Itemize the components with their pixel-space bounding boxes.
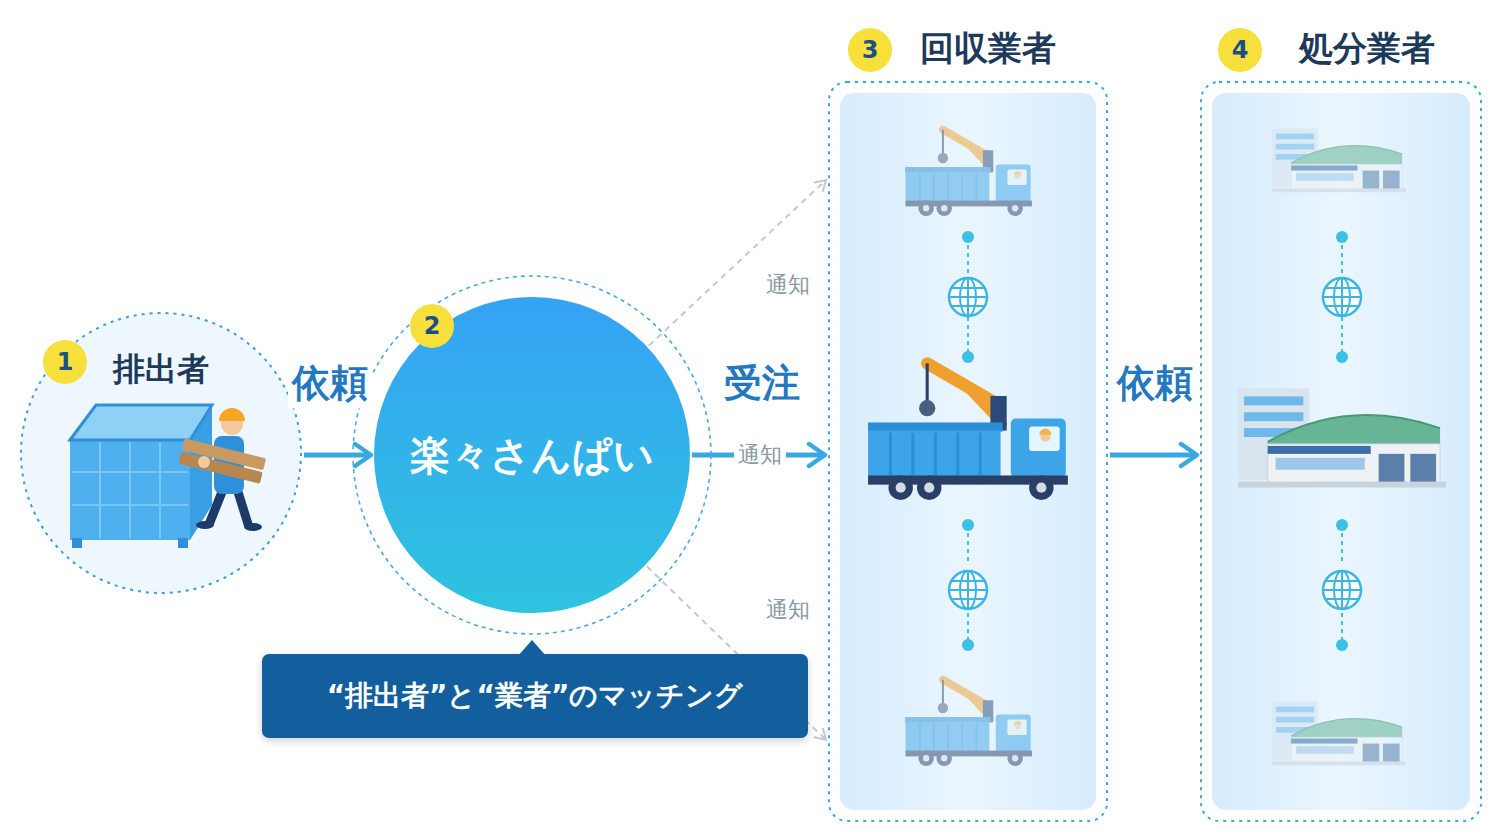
disposer-panel: 処分業者 (1200, 20, 1482, 822)
container-illustration (70, 405, 212, 548)
notice-label: 通知 (734, 439, 786, 471)
flow-label: 依頼 (1113, 358, 1197, 409)
callout-number: 3 (848, 28, 892, 72)
node-outline (1200, 20, 1482, 822)
flow-label: 受注 (720, 358, 804, 409)
callout-box: “排出者”と“業者”のマッチング (262, 654, 808, 738)
worker-illustration (178, 408, 266, 531)
collector-panel: 回収業者 (828, 20, 1108, 822)
node-text: “排出者”と“業者”のマッチング (327, 677, 744, 715)
callout-number: 2 (410, 304, 454, 348)
flow-label: 依頼 (288, 358, 372, 409)
callout-number: 1 (43, 340, 87, 384)
notice-label: 通知 (762, 594, 814, 626)
node-text: 回収業者 (920, 26, 1056, 72)
node-text: 排出者 (113, 348, 209, 392)
node-text: 処分業者 (1299, 26, 1435, 72)
flow-arrow (304, 453, 371, 458)
notice-label: 通知 (762, 269, 814, 301)
node-outline (828, 20, 1108, 822)
notice-arrow (649, 180, 826, 346)
flow-arrow (1110, 453, 1197, 458)
node-text: 楽々さんぱい (410, 428, 654, 483)
callout-number: 4 (1218, 28, 1262, 72)
